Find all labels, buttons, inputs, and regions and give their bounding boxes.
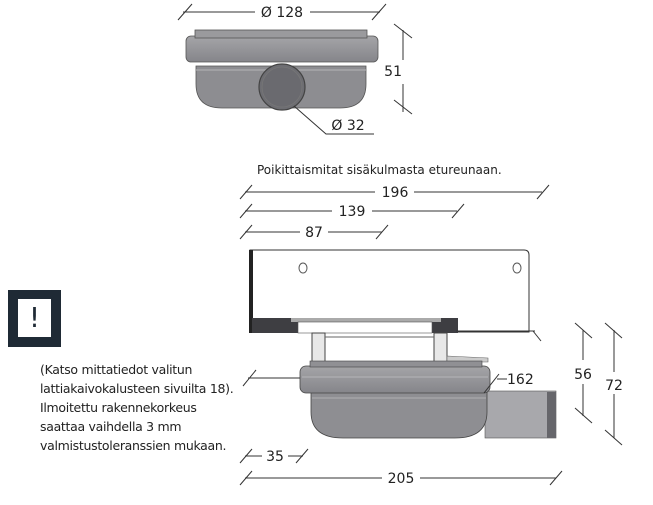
top-view: Ø 128 51 Ø 32 bbox=[177, 3, 413, 135]
dimension-56: 56 bbox=[574, 322, 593, 424]
dimension-128: Ø 128 bbox=[177, 3, 387, 21]
side-view-caption: Poikittaismitat sisäkulmasta etureunaan. bbox=[257, 163, 502, 177]
dimension-35: 35 bbox=[239, 448, 309, 465]
dimension-72: 72 bbox=[604, 322, 623, 446]
clamps bbox=[311, 332, 489, 363]
note-line: saattaa vaihdella 3 mm bbox=[40, 419, 182, 434]
exclamation-icon: ! bbox=[18, 299, 51, 337]
dim-label-35: 35 bbox=[266, 449, 284, 465]
dim-label-128: Ø 128 bbox=[261, 5, 303, 21]
dimension-32: Ø 32 bbox=[293, 105, 374, 135]
note-line: lattiakaivokalusteen sivuilta 18). bbox=[40, 381, 234, 396]
drain-body-side bbox=[299, 360, 557, 439]
drain-top-body bbox=[185, 29, 379, 111]
dim-label-87: 87 bbox=[305, 225, 323, 241]
dim-label-139: 139 bbox=[339, 204, 366, 220]
note-line: (Katso mittatiedot valitun bbox=[40, 362, 193, 377]
dim-label-162: 162 bbox=[507, 372, 534, 388]
warning-note: (Katso mittatiedot valitun lattiakaivoka… bbox=[40, 360, 234, 455]
dimension-87: 87 bbox=[239, 224, 389, 241]
dim-label-72: 72 bbox=[605, 378, 623, 394]
warning-box: ! bbox=[8, 290, 61, 347]
dimension-162: 162 bbox=[242, 369, 534, 394]
dimension-139: 139 bbox=[239, 203, 465, 220]
dim-label-51: 51 bbox=[384, 64, 402, 80]
dimension-51: 51 bbox=[384, 23, 413, 115]
dim-label-32: Ø 32 bbox=[331, 118, 364, 134]
dimension-196: 196 bbox=[239, 184, 550, 201]
dim-label-196: 196 bbox=[382, 185, 409, 201]
note-line: valmistustoleranssien mukaan. bbox=[40, 438, 227, 453]
dim-label-205: 205 bbox=[388, 471, 415, 487]
dimension-205: 205 bbox=[239, 470, 563, 487]
dim-label-56: 56 bbox=[574, 367, 592, 383]
note-line: Ilmoitettu rakennekorkeus bbox=[40, 400, 197, 415]
drain-frame bbox=[249, 249, 542, 342]
